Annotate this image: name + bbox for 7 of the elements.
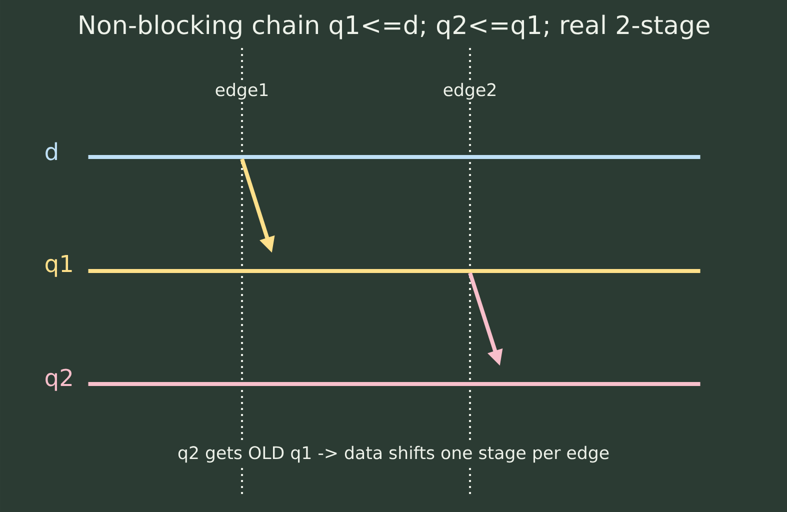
edge-name-label: edge1 [212, 80, 272, 102]
caption: q2 gets OLD q1 -> data shifts one stage per edge [175, 444, 612, 465]
signal-label: q2 [46, 368, 72, 391]
edge-name-label: edge2 [440, 80, 500, 102]
signal-label: d [46, 142, 57, 160]
signal-label: q1 [46, 254, 72, 277]
title: Non-blocking chain q1<=d; q2<=q1; real 2-stage [80, 14, 710, 40]
